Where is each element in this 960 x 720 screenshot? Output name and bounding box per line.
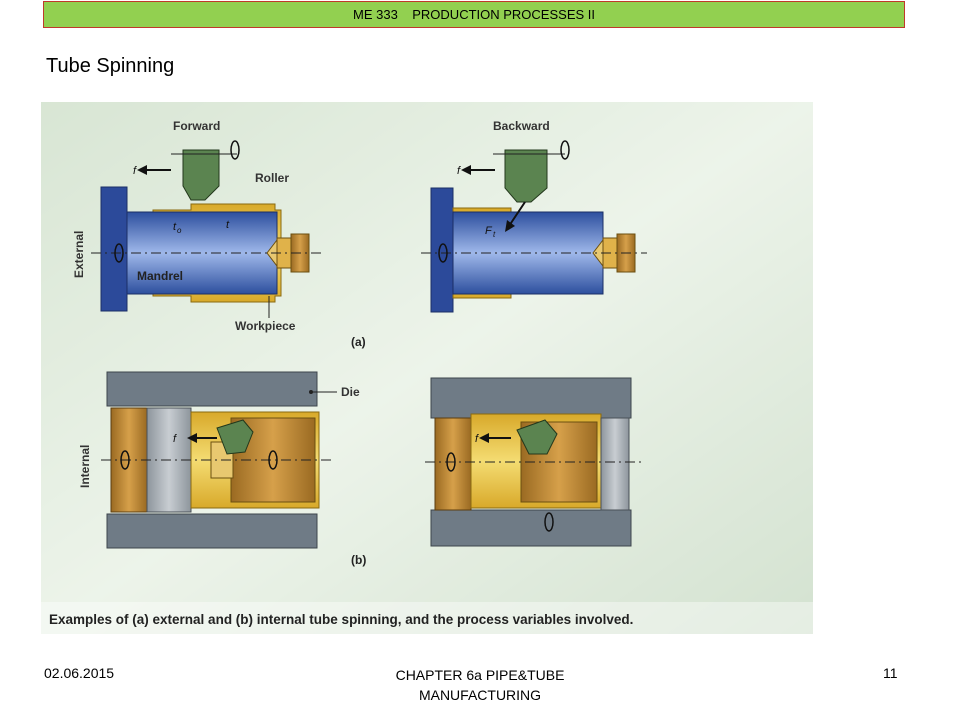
svg-text:f: f [457,165,461,177]
footer-page-number: 11 [883,665,898,681]
label-workpiece: Workpiece [235,319,296,333]
header-bar: ME 333 PRODUCTION PROCESSES II [43,1,905,28]
label-die: Die [341,385,360,399]
course-title: ME 333 PRODUCTION PROCESSES II [353,7,595,22]
slide-title: Tube Spinning [46,55,175,77]
svg-text:f: f [475,433,479,445]
die-top [106,371,318,407]
tube-spinning-figure: Forward f Roller Mandrel [41,102,813,634]
svg-text:f: f [133,165,137,177]
label-roller: Roller [255,171,289,185]
external-forward-diagram: Forward f Roller Mandrel [72,119,321,333]
svg-text:F: F [485,225,493,237]
label-external: External [72,231,86,278]
label-part-a: (a) [351,335,366,349]
internal-right-diagram: f [425,377,641,547]
footer-date: 02.06.2015 [44,665,115,681]
label-mandrel: Mandrel [137,269,183,283]
svg-text:f: f [173,433,177,445]
label-forward: Forward [173,119,220,133]
svg-text:t: t [173,221,177,233]
figure-caption: Examples of (a) external and (b) interna… [49,612,633,627]
footer-chapter-line2: MANUFACTURING [418,687,542,703]
roller-forward [182,149,220,201]
svg-text:t: t [493,230,496,239]
die-bottom [106,513,318,549]
footer-chapter-line1: CHAPTER 6a PIPE&TUBE [395,667,565,683]
label-part-b: (b) [351,553,366,567]
roller-backward [504,149,548,203]
internal-left-diagram: f Die Internal [78,371,360,549]
label-backward: Backward [493,119,550,133]
svg-text:o: o [177,226,182,235]
figure-svg: Forward f Roller Mandrel [41,102,813,634]
footer-chapter: CHAPTER 6a PIPE&TUBE MANUFACTURING [330,665,630,705]
label-internal: Internal [78,445,92,488]
external-backward-diagram: Backward f F t [421,119,647,313]
svg-text:t: t [226,219,230,231]
